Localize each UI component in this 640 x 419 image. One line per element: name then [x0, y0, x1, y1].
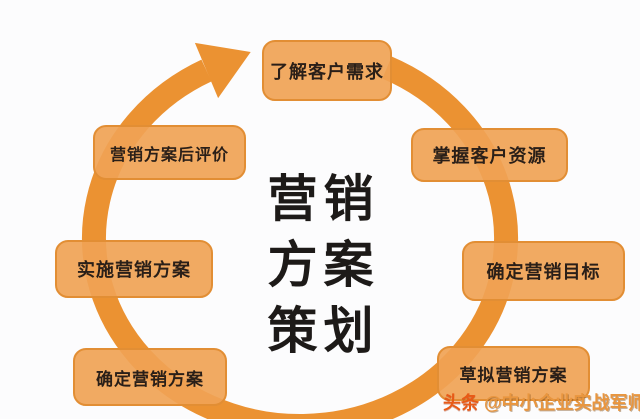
cycle-ring-arc [82, 56, 518, 419]
step-box-understand-customer-needs: 了解客户需求 [262, 40, 392, 101]
watermark-handle: @中小企业实战军师 [484, 393, 640, 413]
cycle-arrowhead-icon [194, 42, 251, 99]
step-label: 营销方案后评价 [109, 146, 229, 164]
watermark: 头条@中小企业实战军师 [443, 389, 640, 415]
step-label: 掌握客户资源 [432, 146, 547, 166]
step-label: 了解客户需求 [270, 61, 384, 82]
step-box-finalize-marketing-plan: 确定营销方案 [73, 348, 227, 406]
step-box-set-marketing-goals: 确定营销目标 [462, 241, 625, 301]
diagram-title: 营销 方案 策划 [233, 166, 408, 364]
step-box-post-plan-evaluation: 营销方案后评价 [93, 125, 246, 180]
step-label: 草拟营销方案 [459, 366, 568, 385]
step-box-draft-marketing-plan: 草拟营销方案 [437, 346, 590, 401]
step-label: 确定营销目标 [486, 262, 601, 282]
step-label: 确定营销方案 [96, 369, 204, 389]
diagram-title-line-2: 方案 [267, 237, 380, 293]
watermark-brand: 头条 [443, 393, 479, 413]
step-box-grasp-customer-resources: 掌握客户资源 [411, 128, 568, 182]
diagram-title-line-3: 策划 [267, 303, 380, 359]
diagram-title-line-1: 营销 [267, 171, 380, 227]
step-box-implement-marketing-plan: 实施营销方案 [55, 240, 213, 298]
step-label: 实施营销方案 [77, 260, 191, 280]
